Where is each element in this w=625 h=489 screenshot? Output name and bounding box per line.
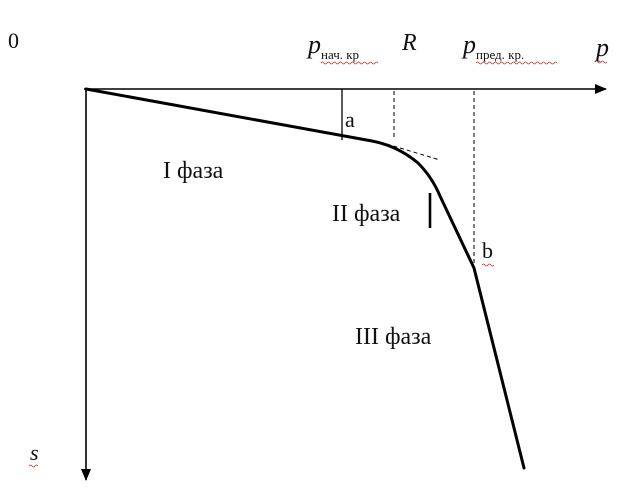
point-b-label: b <box>482 238 493 263</box>
p-axis-underline <box>594 60 608 64</box>
phase-1-label: I фаза <box>163 158 224 184</box>
settlement-curve <box>84 87 526 470</box>
p-start-label-base: p <box>306 30 321 59</box>
p-limit-label-base: p <box>461 30 476 59</box>
p-start-label-sub: нач. кр <box>321 47 359 62</box>
p-start-underline <box>320 61 379 65</box>
origin-label: 0 <box>8 28 19 53</box>
point-a-label: a <box>345 107 355 132</box>
s-axis-underline <box>28 464 39 468</box>
p-limit-label-sub: пред. кр. <box>476 47 524 62</box>
phase-3-label: III фаза <box>355 324 432 350</box>
point-b-underline <box>481 263 495 267</box>
s-axis-label: s <box>30 440 39 465</box>
p-axis-label: p <box>594 33 609 62</box>
R-label: R <box>401 30 417 56</box>
p-limit-underline <box>475 61 558 65</box>
phase-2-label: II фаза <box>332 201 401 227</box>
